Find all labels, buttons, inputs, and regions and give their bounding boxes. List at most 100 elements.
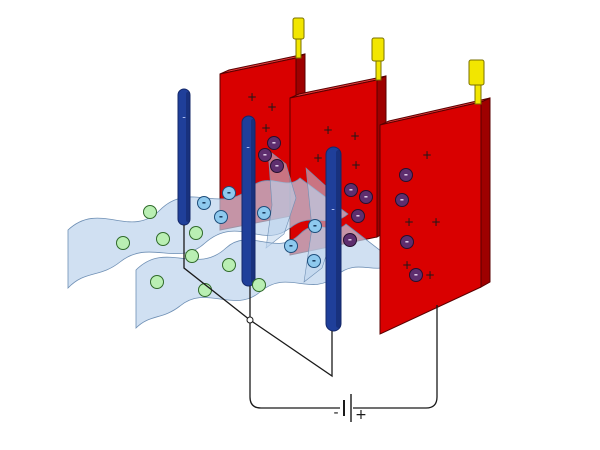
neutral-particle xyxy=(222,258,236,272)
ion-purple-sign: - xyxy=(272,138,276,149)
plate-3-side xyxy=(480,97,491,288)
ion-purple: - xyxy=(343,233,357,247)
plate-2-plus-2: + xyxy=(350,129,360,143)
wire-positive-rail xyxy=(353,305,438,409)
plate-3-plus-5: + xyxy=(425,268,435,282)
ion-purple-body xyxy=(270,159,284,173)
plate-1-plus-3: + xyxy=(261,121,271,135)
ion-purple-body xyxy=(343,233,357,247)
terminal-3-stem xyxy=(474,83,482,105)
ion-purple: - xyxy=(400,235,414,249)
circuit-wires xyxy=(183,225,438,409)
electrode-1-minus: - xyxy=(182,113,186,124)
electrode-2-minus: - xyxy=(246,143,250,154)
electrode-3-shade xyxy=(336,150,341,328)
ion-purple: - xyxy=(395,193,409,207)
ion-purple-body xyxy=(351,209,365,223)
ion-blue-body xyxy=(214,210,228,224)
neutral-particle xyxy=(185,249,199,263)
ion-purple: - xyxy=(399,168,413,182)
battery-negative-label: - xyxy=(333,405,338,421)
plate-3-plus-1: + xyxy=(422,148,432,162)
ion-purple-sign: - xyxy=(404,170,408,181)
discharge-electrode-3: - xyxy=(325,146,342,332)
ion-blue-body xyxy=(308,219,322,233)
neutral-particles-front xyxy=(150,249,266,297)
plate-3-plus-3: + xyxy=(431,215,441,229)
electrode-2-shade xyxy=(251,119,255,283)
ion-blue-sign: - xyxy=(313,221,317,232)
ion-blue: - xyxy=(307,254,321,268)
wire-electrode-1 xyxy=(183,225,251,321)
wire-to-electrode-3 xyxy=(249,319,333,378)
collected-ions-plate-1: - - - xyxy=(258,136,284,173)
ion-purple-sign: - xyxy=(263,150,267,161)
neutral-particle xyxy=(189,226,203,240)
ion-blue-sign: - xyxy=(262,208,266,219)
plate-2-plus-3: + xyxy=(313,151,323,165)
ion-blue-body xyxy=(257,206,271,220)
ion-purple-body xyxy=(258,148,272,162)
ion-blue-sign: - xyxy=(289,241,293,252)
ion-purple-body xyxy=(395,193,409,207)
negative-ions-back: - - - - xyxy=(197,186,271,224)
ion-purple-body xyxy=(267,136,281,150)
ion-purple-sign: - xyxy=(364,192,368,203)
ion-purple-sign: - xyxy=(275,161,279,172)
plate-2-plus-4: + xyxy=(351,158,361,172)
ion-purple-body xyxy=(344,183,358,197)
ion-blue-sign: - xyxy=(202,198,206,209)
ion-purple-sign: - xyxy=(400,195,404,206)
battery-icon: - + xyxy=(333,394,367,423)
discharge-electrode-1: - xyxy=(177,88,191,226)
gas-flow-arrow-1 xyxy=(265,149,297,249)
ion-purple: - xyxy=(351,209,365,223)
ion-blue: - xyxy=(257,206,271,220)
ion-blue: - xyxy=(197,196,211,210)
ion-purple-sign: - xyxy=(356,211,360,222)
battery-positive-label: + xyxy=(355,407,367,423)
collector-plate-3 xyxy=(379,97,491,335)
ion-purple-body xyxy=(409,268,423,282)
ion-blue-body xyxy=(307,254,321,268)
neutral-particle xyxy=(252,278,266,292)
ion-purple-sign: - xyxy=(414,270,418,281)
plate-3-plus-2: + xyxy=(404,215,414,229)
electrode-1-shade xyxy=(186,92,190,222)
plate-3-plus-4: + xyxy=(402,258,412,272)
plate-2-plus-1: + xyxy=(323,123,333,137)
plate-3-front xyxy=(379,101,482,335)
ion-purple-sign: - xyxy=(348,235,352,246)
terminal-2-stem xyxy=(375,59,382,81)
plate-1-charges: + + + xyxy=(247,90,277,135)
wire-junction xyxy=(246,316,254,324)
terminal-3 xyxy=(468,59,485,105)
ion-blue-sign: - xyxy=(219,212,223,223)
ion-purple-body xyxy=(359,190,373,204)
ion-purple: - xyxy=(270,159,284,173)
ion-blue-body xyxy=(284,239,298,253)
electrode-3-minus: - xyxy=(331,205,335,216)
terminal-2 xyxy=(371,37,385,81)
ion-purple-sign: - xyxy=(349,185,353,196)
ion-blue: - xyxy=(284,239,298,253)
neutral-particles-back xyxy=(116,205,203,250)
terminal-1 xyxy=(292,17,305,59)
ion-purple-sign: - xyxy=(405,237,409,248)
collected-ions-plate-2: - - - - xyxy=(343,183,373,247)
ion-purple-body xyxy=(399,168,413,182)
ion-purple: - xyxy=(344,183,358,197)
ion-purple-body xyxy=(400,235,414,249)
terminal-2-cap xyxy=(371,37,385,62)
neutral-particle xyxy=(150,275,164,289)
neutral-particle xyxy=(156,232,170,246)
plate-1-plus-2: + xyxy=(267,100,277,114)
plate-3-charges: + + + + + xyxy=(402,148,441,282)
ion-blue: - xyxy=(308,219,322,233)
ion-purple: - xyxy=(359,190,373,204)
ion-blue: - xyxy=(214,210,228,224)
ion-blue-body xyxy=(197,196,211,210)
wire-negative-rail xyxy=(249,320,340,409)
terminal-1-cap xyxy=(292,17,305,40)
